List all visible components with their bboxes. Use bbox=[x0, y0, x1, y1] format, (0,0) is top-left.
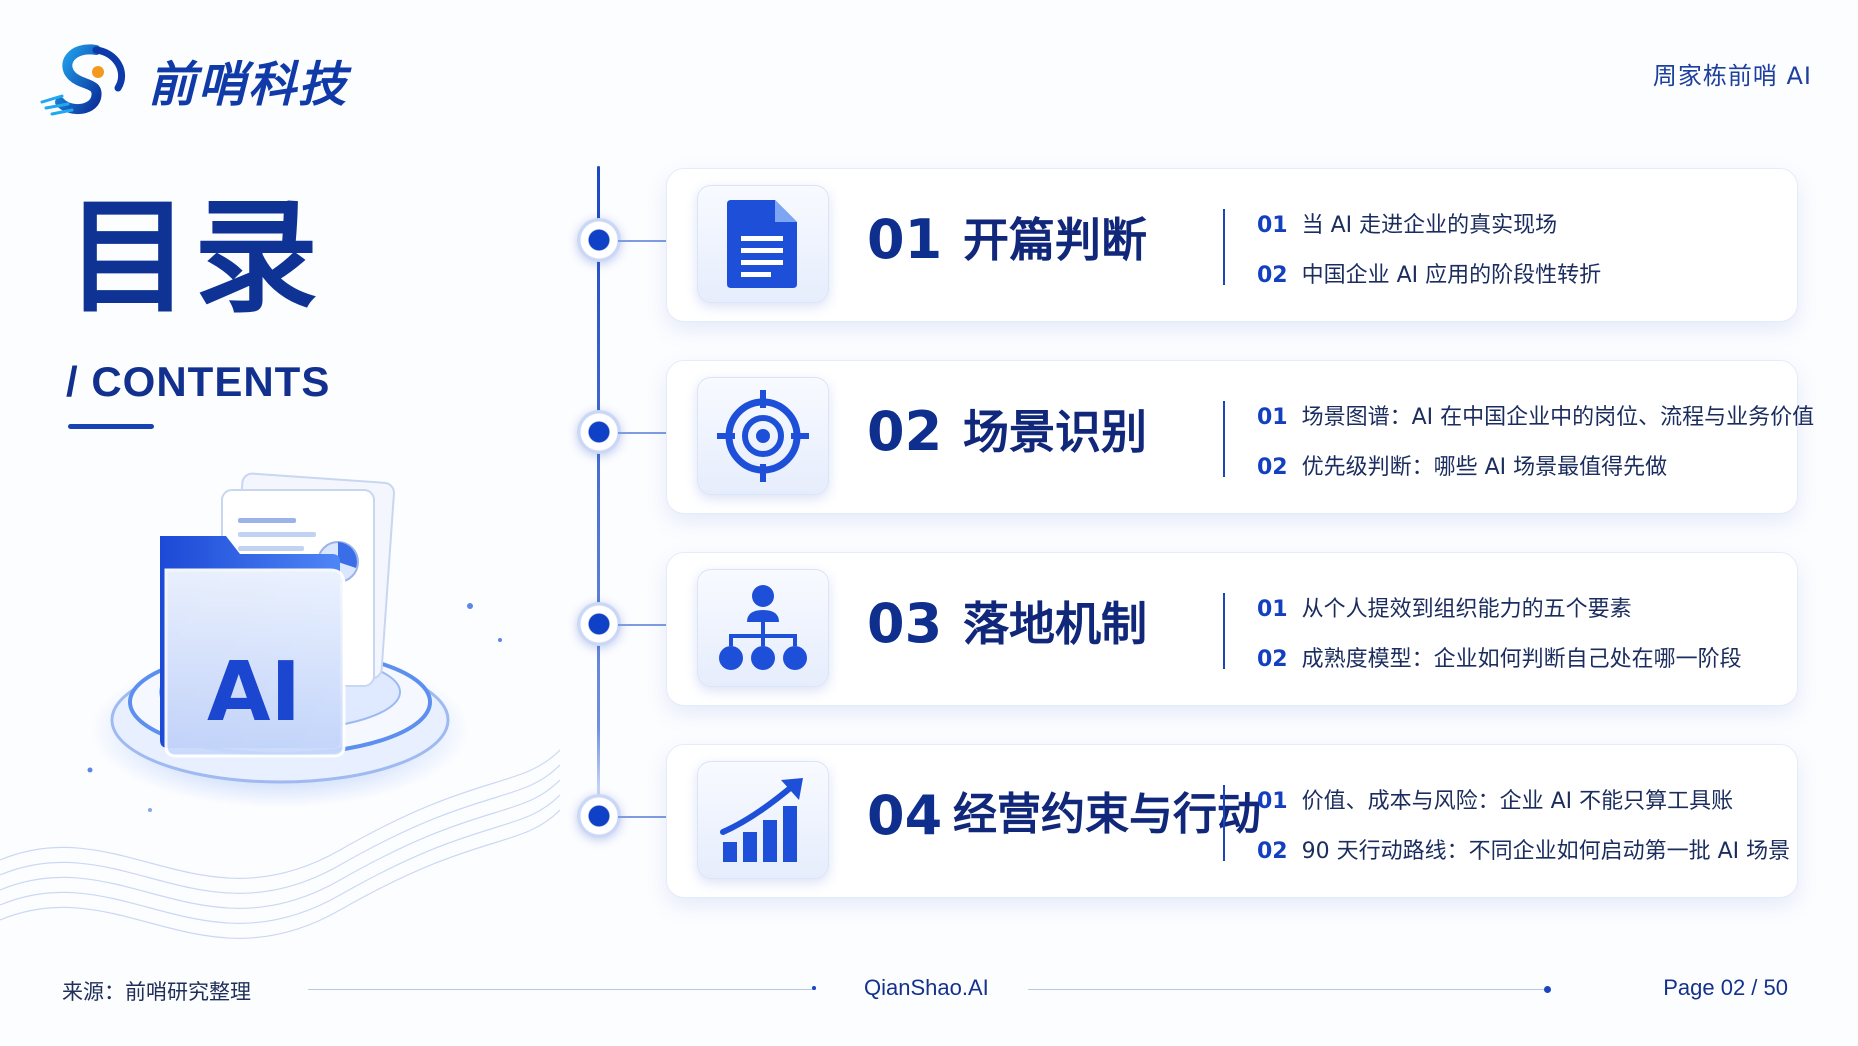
timeline-connector-3 bbox=[618, 624, 666, 626]
timeline-node-2 bbox=[577, 410, 621, 454]
section-icon-tile bbox=[697, 185, 829, 303]
section-number: 04 bbox=[867, 784, 943, 847]
org-chart-icon bbox=[719, 585, 807, 670]
section-title: 开篇判断 bbox=[963, 213, 1147, 267]
footer-rule-left bbox=[308, 989, 816, 990]
card-divider bbox=[1223, 785, 1225, 861]
timeline-node-1 bbox=[577, 218, 621, 262]
document-icon bbox=[727, 200, 797, 288]
site-link[interactable]: QianShao.AI bbox=[864, 975, 989, 1000]
timeline-connector-2 bbox=[618, 432, 666, 434]
author-label: 周家栋前哨 AI bbox=[1652, 62, 1812, 90]
timeline-node-4 bbox=[577, 794, 621, 838]
target-icon bbox=[717, 390, 809, 482]
card-divider bbox=[1223, 593, 1225, 669]
timeline-line bbox=[597, 166, 600, 826]
brand-mark-icon bbox=[40, 44, 126, 116]
section-icon-tile bbox=[697, 377, 829, 495]
section-title: 场景识别 bbox=[963, 405, 1147, 459]
timeline-node-3 bbox=[577, 602, 621, 646]
section-icon-tile bbox=[697, 569, 829, 687]
timeline-connector-1 bbox=[618, 240, 666, 242]
title-underline bbox=[68, 424, 154, 429]
section-number: 01 bbox=[867, 208, 943, 271]
section-title: 经营约束与行动 bbox=[953, 789, 1261, 840]
growth-chart-icon bbox=[720, 778, 803, 862]
page-indicator: Page 02 / 50 bbox=[1663, 975, 1788, 1000]
page-subtitle: / CONTENTS bbox=[66, 358, 331, 405]
page-title: 目录 bbox=[66, 186, 323, 330]
card-divider bbox=[1223, 401, 1225, 477]
brand-logo: 前哨科技 bbox=[38, 42, 348, 118]
footer-dot bbox=[1544, 986, 1551, 993]
footer-dot bbox=[812, 986, 816, 990]
section-number: 02 bbox=[867, 400, 943, 463]
section-number: 03 bbox=[867, 592, 943, 655]
card-divider bbox=[1223, 209, 1225, 285]
illustration-ai-text: AI bbox=[207, 645, 301, 740]
ai-folder-illustration: AI bbox=[0, 472, 560, 939]
section-title: 落地机制 bbox=[963, 597, 1147, 651]
source-note: 来源：前哨研究整理 bbox=[62, 980, 251, 1004]
brand-name: 前哨科技 bbox=[148, 57, 349, 113]
timeline-connector-4 bbox=[618, 816, 666, 818]
footer-rule-right bbox=[1028, 989, 1548, 990]
section-icon-tile bbox=[697, 761, 829, 879]
